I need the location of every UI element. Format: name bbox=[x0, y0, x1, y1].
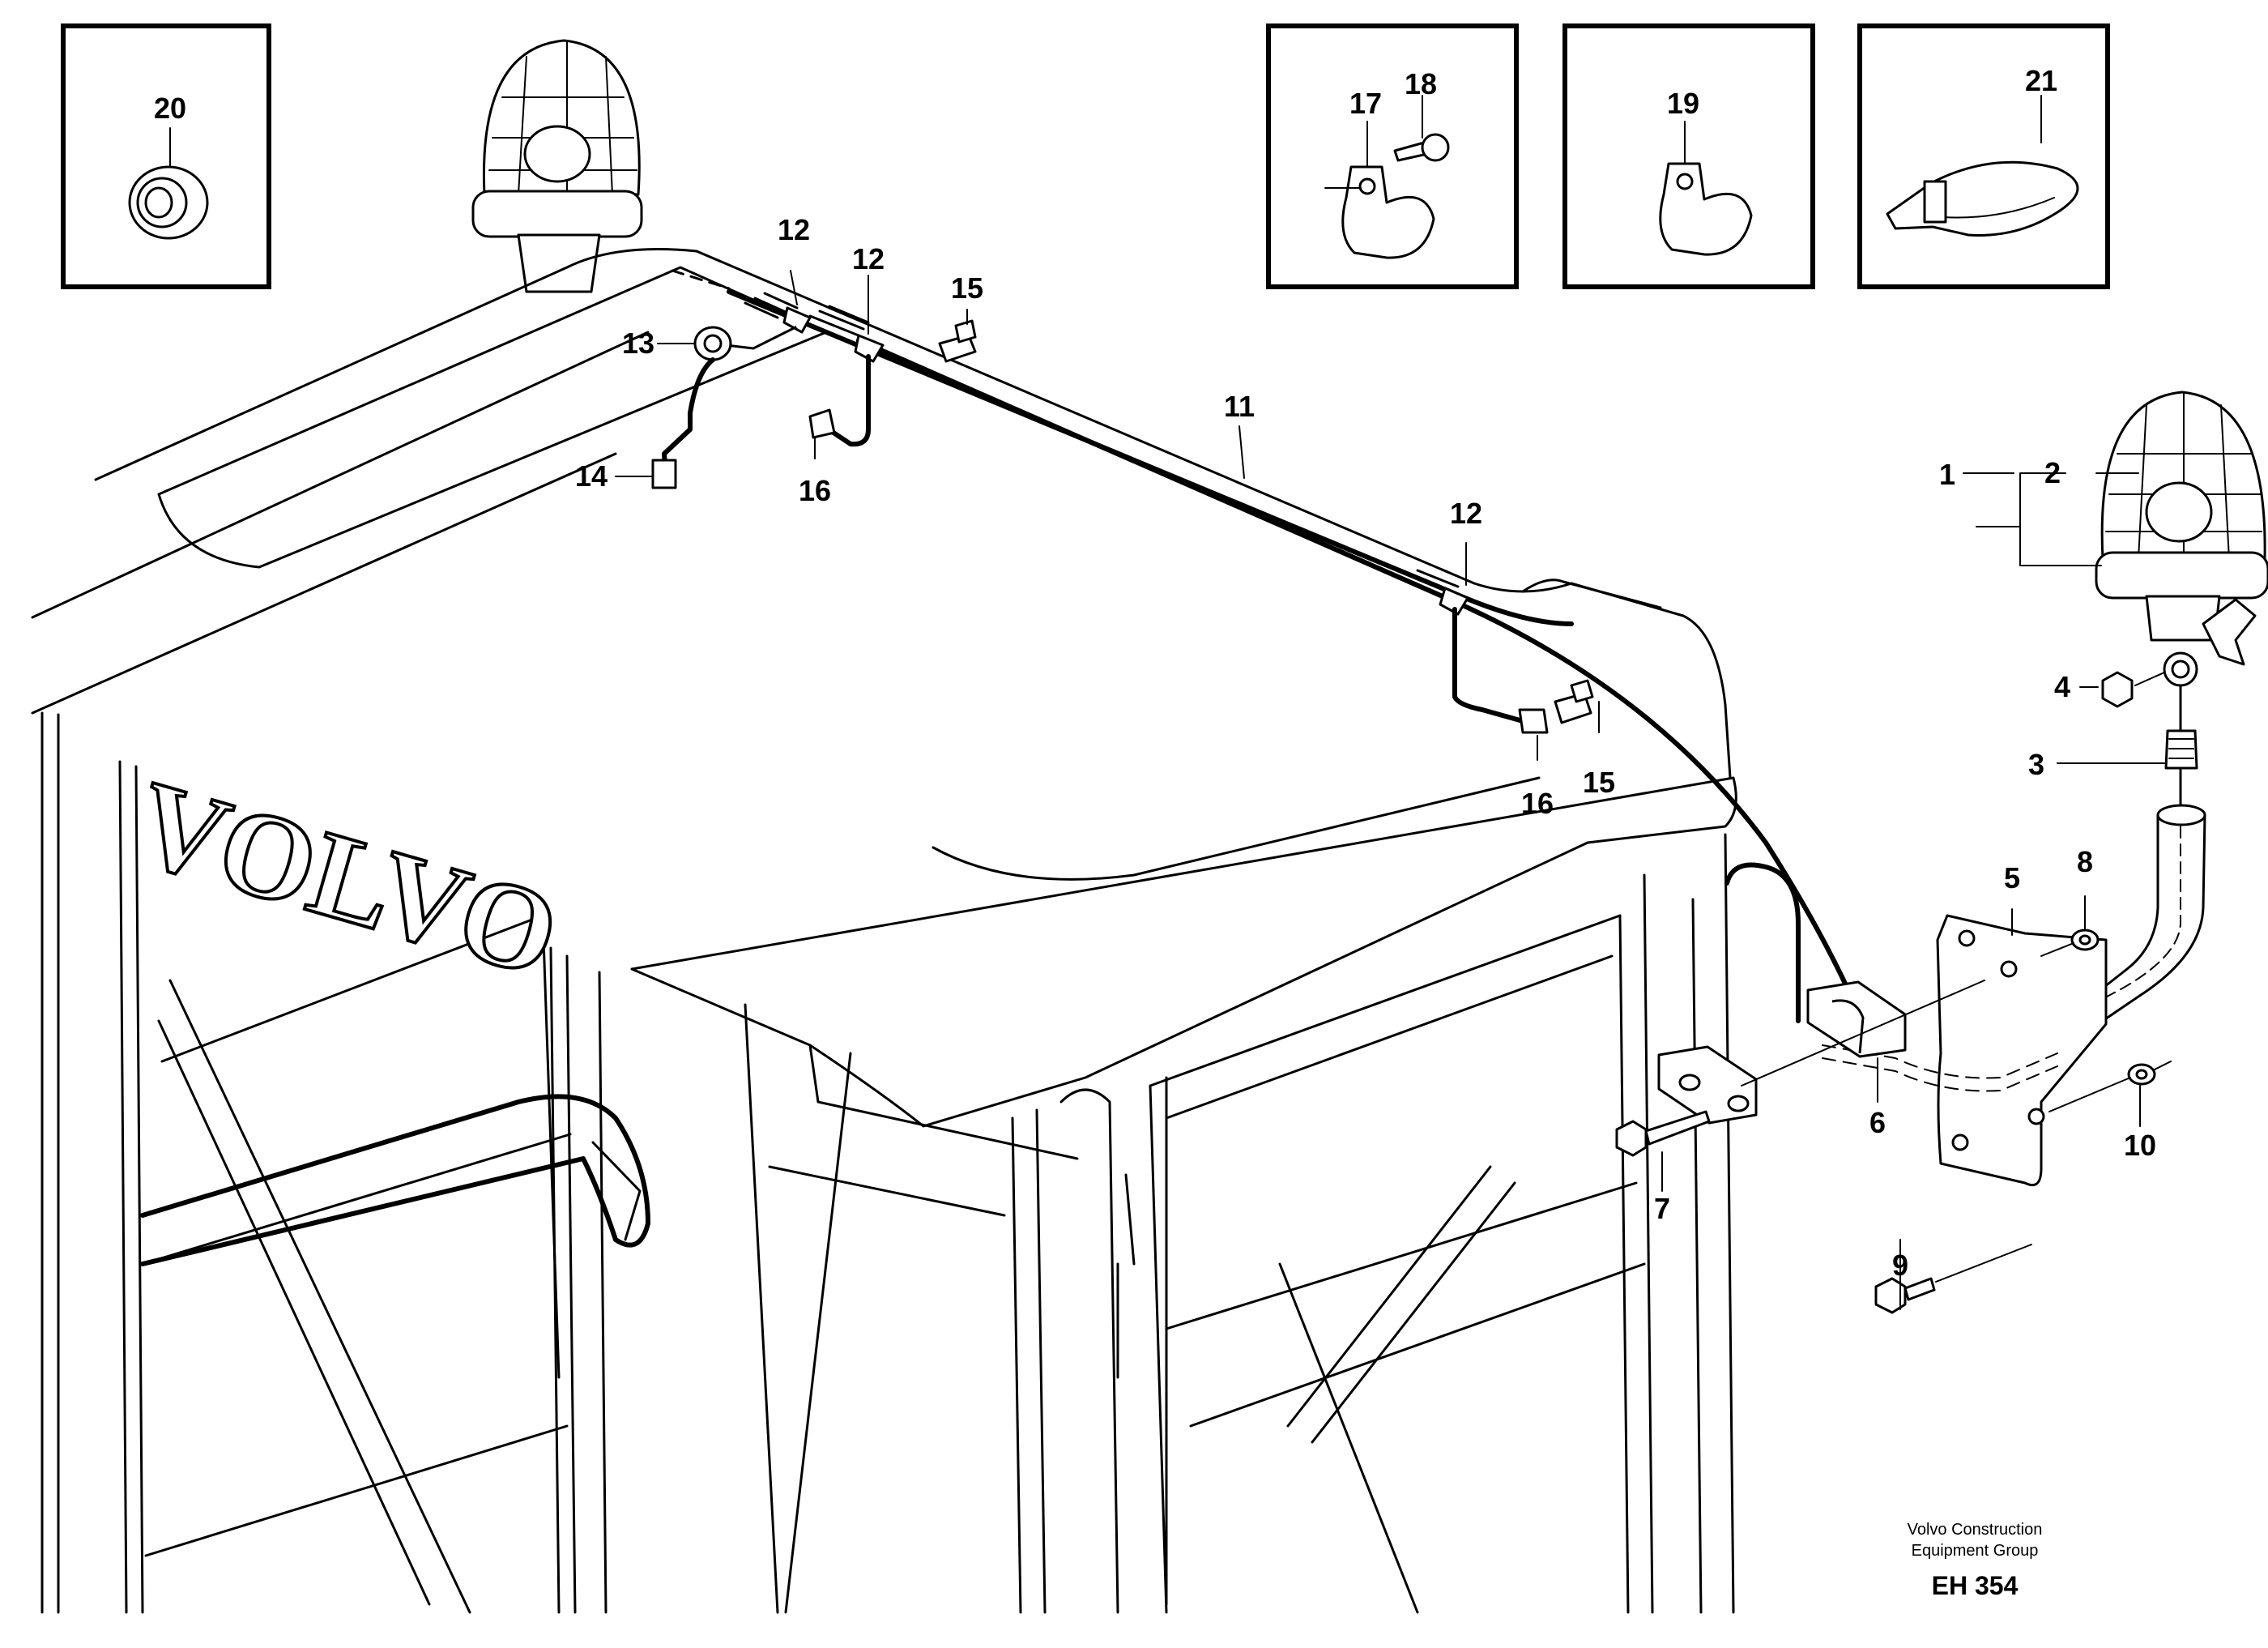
callout-9: 9 bbox=[1892, 1249, 1908, 1282]
callout-3: 3 bbox=[2028, 748, 2044, 781]
callout-18: 18 bbox=[1405, 67, 1437, 100]
volvo-logo: VOLVO bbox=[122, 755, 572, 1003]
beacon-left bbox=[471, 39, 643, 293]
callout-10: 10 bbox=[2124, 1129, 2156, 1162]
callout-21: 21 bbox=[2025, 64, 2057, 97]
callout-12-a: 12 bbox=[778, 213, 810, 246]
callout-17: 17 bbox=[1349, 87, 1382, 120]
inset-clamp-screw bbox=[1266, 23, 1519, 289]
callout-16-a: 16 bbox=[799, 474, 831, 507]
callout-5: 5 bbox=[2004, 861, 2020, 894]
callout-20: 20 bbox=[154, 92, 186, 125]
footer-line-1: Volvo Construction bbox=[1908, 1521, 2043, 1539]
callout-2: 2 bbox=[2044, 456, 2061, 489]
callout-16-b: 16 bbox=[1521, 787, 1554, 820]
callout-15-a: 15 bbox=[951, 271, 983, 305]
inset-cable-tie bbox=[1857, 23, 2110, 289]
callout-14: 14 bbox=[575, 459, 608, 493]
inset-grommet bbox=[61, 23, 271, 289]
callout-12-c: 12 bbox=[1450, 497, 1482, 530]
inset-clamp bbox=[1562, 23, 1815, 289]
cab-body bbox=[31, 248, 1801, 1614]
callout-19: 19 bbox=[1667, 87, 1699, 120]
beacon-right bbox=[1615, 391, 2268, 1314]
wiring-harness bbox=[651, 269, 1865, 1031]
callout-8: 8 bbox=[2077, 845, 2093, 878]
callout-11: 11 bbox=[1224, 390, 1255, 423]
callout-4: 4 bbox=[2054, 670, 2070, 703]
callout-7: 7 bbox=[1654, 1192, 1670, 1225]
footer-code: EH 354 bbox=[1932, 1571, 2019, 1600]
callout-1: 1 bbox=[1939, 458, 1955, 491]
callout-15-b: 15 bbox=[1583, 766, 1615, 799]
leader-lines bbox=[615, 270, 2165, 1310]
footer-line-2: Equipment Group bbox=[1912, 1542, 2039, 1560]
callout-12-b: 12 bbox=[852, 242, 885, 275]
callout-13: 13 bbox=[622, 327, 654, 360]
callout-6: 6 bbox=[1869, 1106, 1886, 1139]
